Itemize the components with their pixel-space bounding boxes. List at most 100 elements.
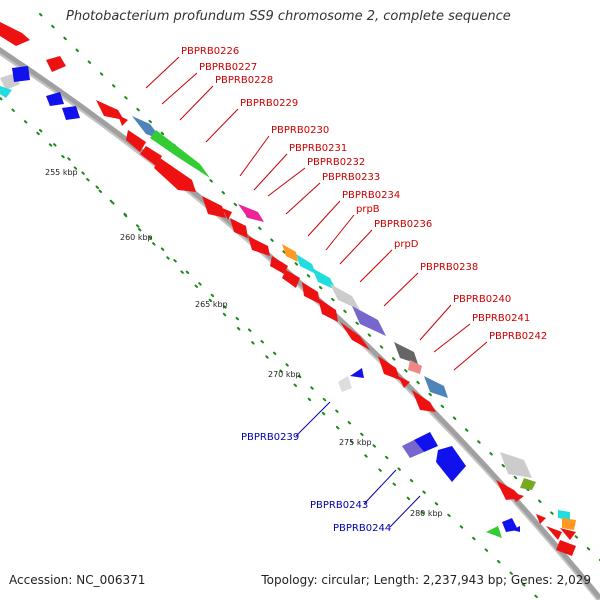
forward-gene[interactable] — [270, 256, 288, 274]
forward-gene-label[interactable]: PBPRB0226 — [181, 46, 239, 57]
leader-line — [363, 469, 397, 505]
gene-cyan[interactable] — [312, 268, 336, 290]
forward-gene-label[interactable]: PBPRB0238 — [420, 262, 478, 273]
leader-line — [389, 495, 421, 528]
reverse-gene[interactable] — [436, 446, 466, 482]
tick-row-inner — [0, 97, 541, 600]
forward-gene-label[interactable]: PBPRB0232 — [307, 157, 365, 168]
accession-text: Accession: NC_006371 — [9, 573, 146, 587]
leader-line — [267, 167, 306, 197]
forward-gene[interactable] — [302, 282, 320, 304]
forward-gene[interactable] — [140, 146, 162, 166]
forward-gene[interactable] — [398, 376, 410, 388]
forward-gene[interactable] — [510, 492, 524, 502]
label-leaders — [145, 56, 488, 528]
forward-gene-label[interactable]: prpD — [394, 239, 419, 250]
scale-label: 260 kbp — [120, 233, 153, 242]
forward-gene-label[interactable]: PBPRB0233 — [322, 172, 380, 183]
scale-label: 255 kbp — [45, 168, 78, 177]
other-genes — [0, 74, 576, 530]
forward-gene-label[interactable]: PBPRB0230 — [271, 125, 329, 136]
gene-green[interactable] — [150, 130, 210, 178]
scale-label: 265 kbp — [195, 300, 228, 309]
forward-gene[interactable] — [340, 322, 370, 350]
forward-gene[interactable] — [222, 208, 232, 220]
reverse-gene[interactable] — [350, 368, 364, 378]
forward-gene-label[interactable]: PBPRB0234 — [342, 190, 400, 201]
forward-gene-label[interactable]: PBPRB0241 — [472, 313, 530, 324]
gene-olive[interactable] — [520, 478, 536, 490]
gene-lightgray[interactable] — [500, 452, 532, 478]
reverse-gene[interactable] — [12, 66, 30, 82]
forward-gene[interactable] — [154, 158, 196, 192]
forward-gene[interactable] — [118, 115, 128, 126]
forward-gene-label[interactable]: PBPRB0236 — [374, 219, 432, 230]
reverse-gene[interactable] — [62, 106, 80, 120]
gene-magenta[interactable] — [238, 204, 264, 222]
gene-darkgray[interactable] — [394, 342, 418, 364]
forward-gene[interactable] — [0, 22, 30, 46]
leader-line — [285, 182, 321, 215]
forward-gene-label[interactable]: PBPRB0227 — [199, 62, 257, 73]
gene-lightgray[interactable] — [330, 284, 360, 310]
gene-cyan[interactable] — [296, 254, 316, 274]
reverse-gene-label[interactable]: PBPRB0243 — [310, 500, 368, 511]
gene-orange[interactable] — [282, 244, 298, 262]
forward-gene[interactable] — [46, 56, 66, 72]
leader-line — [307, 200, 341, 237]
reverse-gene[interactable] — [414, 432, 438, 452]
gene-slateblue[interactable] — [352, 306, 386, 336]
gene-orange[interactable] — [562, 518, 576, 530]
tick-row-scale — [39, 129, 431, 521]
forward-gene-label[interactable]: PBPRB0242 — [489, 331, 547, 342]
forward-gene[interactable] — [126, 130, 146, 152]
forward-gene-label[interactable]: PBPRB0228 — [215, 75, 273, 86]
forward-gene[interactable] — [318, 298, 338, 322]
reverse-gene[interactable] — [338, 376, 352, 392]
leader-line — [253, 153, 288, 191]
leader-line — [205, 108, 239, 143]
tick-row-outer — [39, 13, 600, 561]
leader-line — [433, 323, 471, 353]
gene-salmon[interactable] — [408, 360, 422, 374]
forward-gene[interactable] — [378, 356, 400, 380]
forward-gene[interactable] — [412, 390, 436, 412]
scale-label: 275 kbp — [339, 438, 372, 447]
leader-line — [383, 272, 419, 307]
gene-cyan[interactable] — [0, 86, 12, 98]
reverse-gene[interactable] — [46, 92, 64, 106]
forward-gene-labels: PBPRB0226PBPRB0227PBPRB0228PBPRB0229PBPR… — [181, 46, 547, 342]
leader-line — [145, 56, 180, 89]
forward-gene[interactable] — [560, 528, 576, 540]
reverse-gene-label[interactable]: PBPRB0239 — [241, 432, 299, 443]
forward-gene-label[interactable]: prpB — [356, 204, 380, 215]
reverse-gene[interactable] — [402, 440, 424, 458]
forward-gene[interactable] — [536, 514, 546, 524]
reverse-gene[interactable] — [486, 526, 502, 538]
reverse-gene[interactable] — [502, 518, 518, 532]
forward-gene[interactable] — [546, 526, 562, 540]
forward-gene[interactable] — [202, 196, 226, 218]
forward-gene-label[interactable]: PBPRB0231 — [289, 143, 347, 154]
leader-line — [339, 229, 373, 265]
forward-gene-label[interactable]: PBPRB0240 — [453, 294, 511, 305]
leader-line — [359, 249, 393, 283]
gene-steelblue[interactable] — [424, 376, 448, 398]
forward-gene-label[interactable]: PBPRB0229 — [240, 98, 298, 109]
scale-label: 280 kbp — [410, 509, 443, 518]
forward-gene[interactable] — [282, 270, 300, 288]
reverse-gene[interactable] — [512, 526, 520, 532]
gene-cyan[interactable] — [558, 510, 570, 520]
forward-gene[interactable] — [230, 218, 248, 238]
forward-gene[interactable] — [96, 100, 124, 120]
leader-line — [453, 341, 488, 371]
forward-gene[interactable] — [248, 236, 270, 256]
reverse-gene-label[interactable]: PBPRB0244 — [333, 523, 391, 534]
scale-label: 270 kbp — [268, 370, 301, 379]
sequence-summary: Topology: circular; Length: 2,237,943 bp… — [261, 573, 591, 587]
reverse-genes — [12, 66, 520, 538]
tick-marks — [0, 13, 600, 600]
forward-gene[interactable] — [556, 540, 576, 556]
